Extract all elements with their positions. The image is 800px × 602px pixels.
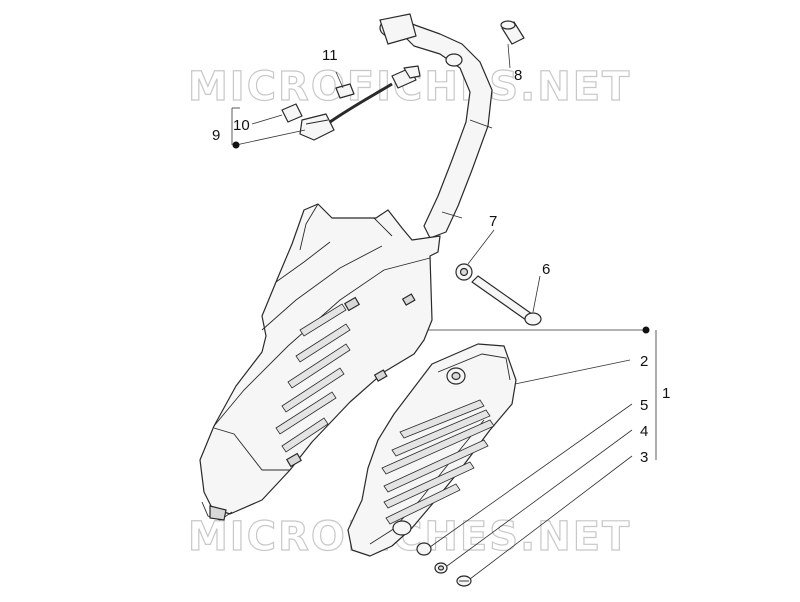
sensor-clip xyxy=(335,83,355,99)
muffler-ribs xyxy=(275,303,351,453)
heat-shield xyxy=(347,343,517,557)
shield-grommet xyxy=(416,542,432,556)
callout-4: 4 xyxy=(640,423,648,440)
mounting-bolt xyxy=(471,275,542,326)
group-dot-9 xyxy=(232,141,240,149)
callout-1: 1 xyxy=(662,385,670,402)
shield-screw xyxy=(456,575,472,587)
muffler xyxy=(199,203,441,521)
callout-9: 9 xyxy=(212,127,220,144)
callout-11: 11 xyxy=(322,47,338,64)
callout-6: 6 xyxy=(542,261,550,278)
callout-7: 7 xyxy=(489,213,497,230)
group-dot xyxy=(642,326,650,334)
callout-5: 5 xyxy=(640,397,648,414)
exhaust-pipe xyxy=(379,13,493,239)
washer xyxy=(455,263,473,281)
heat-shield-slots xyxy=(381,399,495,525)
callout-2: 2 xyxy=(640,353,648,370)
callout-10: 10 xyxy=(233,117,250,134)
callout-3: 3 xyxy=(640,449,648,466)
gasket-sleeve xyxy=(500,20,525,45)
connector-clip xyxy=(281,103,303,123)
oxygen-sensor xyxy=(299,65,421,141)
leader-lines xyxy=(231,43,657,580)
sensor-connector xyxy=(299,113,335,141)
callout-8: 8 xyxy=(514,67,522,84)
